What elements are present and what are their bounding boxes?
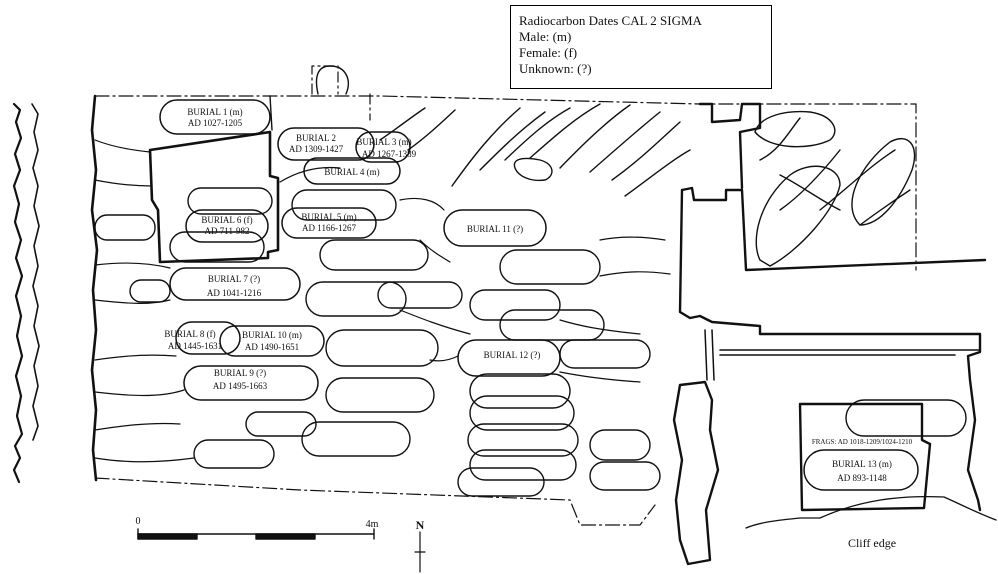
cliff-edge-line — [745, 495, 997, 529]
east-gap-lines — [704, 329, 715, 381]
legend-female: Female: (f) — [519, 45, 578, 60]
burial-3-label: BURIAL 3 (m) — [356, 137, 411, 147]
burial-6-date: AD 711-982 — [205, 226, 250, 236]
burial-1-date: AD 1027-1205 — [188, 118, 243, 128]
burial-13-cut — [798, 402, 932, 512]
burial-10-date: AD 1490-1651 — [245, 342, 299, 352]
cliff-edge-label: Cliff edge — [848, 536, 896, 550]
burial-5-date: AD 1166-1267 — [302, 223, 356, 233]
legend-title: Radiocarbon Dates CAL 2 SIGMA — [519, 13, 702, 28]
boundary-top-lobe — [315, 65, 349, 95]
burial-4-label: BURIAL 4 (m) — [324, 167, 379, 177]
north-label: N — [416, 518, 425, 532]
diagonal-grave-cuts — [379, 103, 911, 226]
scale-start-label: 0 — [136, 516, 141, 527]
burial-8-label: BURIAL 8 (f) — [164, 329, 215, 339]
burial-5-label: BURIAL 5 (m) — [301, 212, 356, 222]
diagonal-lobe-1 — [513, 157, 553, 182]
burial-7-label: BURIAL 7 (?) — [208, 274, 260, 284]
burial-9-label: BURIAL 9 (?) — [214, 368, 266, 378]
burial-13-label: BURIAL 13 (m) — [832, 459, 892, 469]
legend-male: Male: (m) — [519, 29, 572, 44]
grave-lines — [94, 139, 671, 463]
frags-label: FRAGS: AD 1018-1209/1024-1210 — [812, 438, 913, 446]
legend-unknown: Unknown: (?) — [519, 61, 592, 76]
burial-7-date: AD 1041-1216 — [207, 288, 262, 298]
burial-11-label: BURIAL 11 (?) — [467, 224, 523, 234]
burial-3-date: AD 1267-1389 — [362, 149, 417, 159]
burial-10-label: BURIAL 10 (m) — [242, 330, 302, 340]
burial-6-label: BURIAL 6 (f) — [201, 215, 252, 225]
left-section-profile — [12, 102, 24, 484]
east-passage — [719, 349, 981, 356]
boundary-notch — [311, 65, 371, 121]
burial-2-label: BURIAL 2 — [296, 133, 336, 143]
diagonal-lobe-3 — [851, 137, 916, 226]
burial-12-label: BURIAL 12 (?) — [484, 350, 541, 360]
east-wall-north — [678, 186, 987, 512]
burial-13-date: AD 893-1148 — [837, 473, 887, 483]
burial-9-date: AD 1495-1663 — [213, 381, 268, 391]
burial-6-cut — [148, 130, 280, 264]
site-boundary-bottom — [94, 477, 656, 526]
diagonal-lobe-2 — [755, 165, 841, 267]
burial-1-label: BURIAL 1 (m) — [187, 107, 242, 117]
scale-end-label: 4m — [366, 519, 379, 530]
west-trench-wall — [90, 94, 99, 482]
north-wall-stub — [269, 95, 273, 131]
burial-8-date: AD 1445-1631 — [168, 341, 222, 351]
east-wall-south — [672, 380, 720, 566]
diagonal-lobe-4 — [754, 110, 836, 148]
labeled-burial-outlines — [159, 99, 919, 491]
north-arrow — [414, 531, 426, 573]
burial-2-date: AD 1309-1427 — [289, 144, 344, 154]
left-section-profile-inner — [31, 103, 40, 441]
unlabeled-graves — [94, 187, 967, 497]
scale-bar — [137, 528, 375, 540]
east-wall-block — [698, 102, 762, 190]
legend-box: Radiocarbon Dates CAL 2 SIGMA Male: (m) … — [510, 5, 772, 89]
